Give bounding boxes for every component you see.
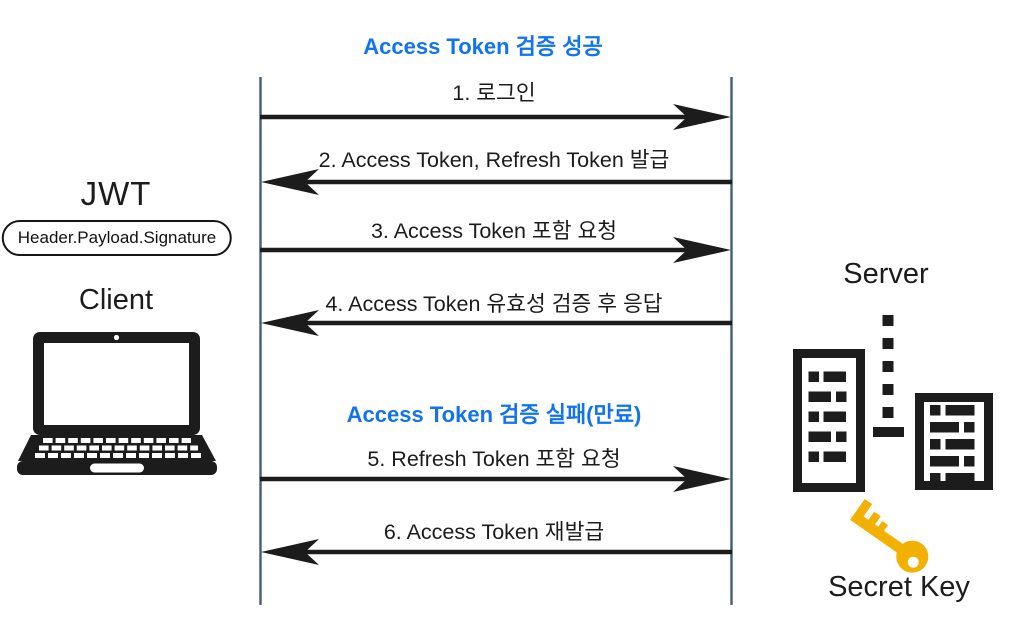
- message-label-5: 5. Refresh Token 포함 요청: [367, 447, 621, 471]
- failure-phase-title: Access Token 검증 실패(만료): [346, 402, 642, 427]
- jwt-label: JWT: [80, 175, 152, 212]
- message-arrow-6: [261, 539, 732, 565]
- jwt-structure-pill: Header.Payload.Signature: [1, 220, 233, 256]
- message-arrow-2: [261, 169, 732, 195]
- message-label-6: 6. Access Token 재발급: [383, 520, 605, 544]
- message-arrow-1: [260, 104, 731, 130]
- message-label-4: 4. Access Token 유효성 검증 후 응답: [325, 292, 663, 316]
- server-label: Server: [843, 258, 929, 290]
- laptop-icon: [17, 332, 217, 475]
- message-arrow-4: [261, 310, 732, 336]
- message-arrow-5: [260, 466, 731, 492]
- message-arrow-3: [260, 237, 731, 263]
- message-label-1: 1. 로그인: [452, 81, 536, 105]
- message-label-2: 2. Access Token, Refresh Token 발급: [318, 148, 670, 172]
- client-label: Client: [78, 284, 154, 316]
- success-phase-title: Access Token 검증 성공: [363, 34, 603, 59]
- secret-key-icon: [850, 498, 929, 573]
- message-label-3: 3. Access Token 포함 요청: [370, 219, 618, 243]
- secret-key-label: Secret Key: [828, 571, 970, 603]
- server-racks-icon: [793, 315, 993, 492]
- jwt-structure-text: Header.Payload.Signature: [17, 228, 217, 247]
